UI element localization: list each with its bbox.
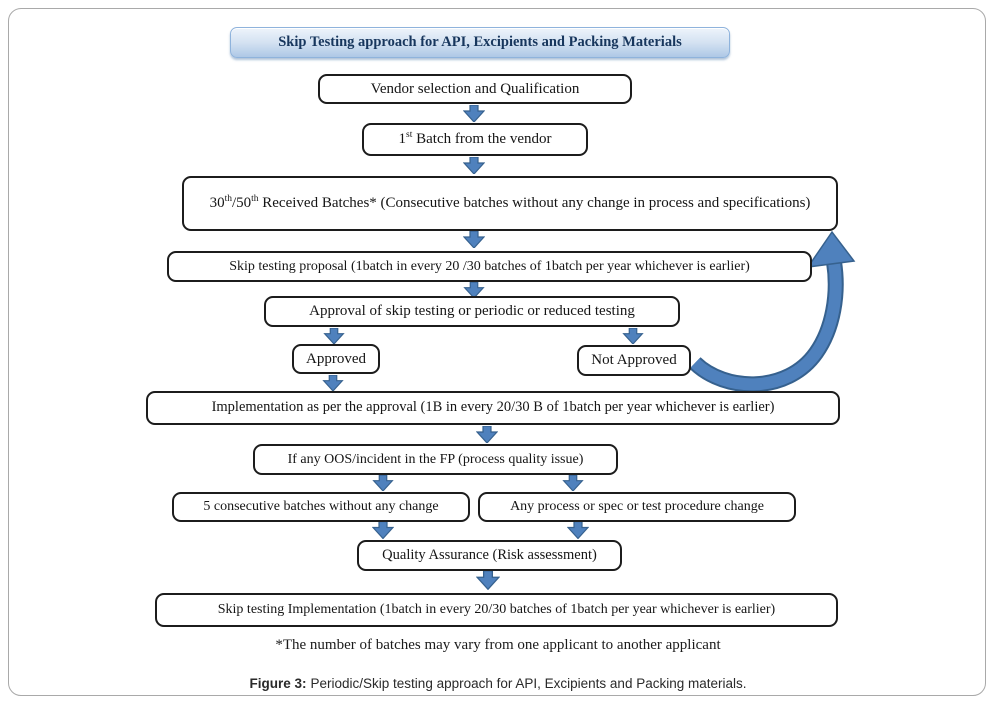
node-implementation: Implementation as per the approval (1B i… xyxy=(146,391,840,425)
down-arrow-icon xyxy=(323,328,345,344)
down-arrow-icon xyxy=(622,328,644,344)
down-arrow-icon xyxy=(562,475,584,491)
node-label: 5 consecutive batches without any change xyxy=(203,499,439,515)
node-process-spec-change: Any process or spec or test procedure ch… xyxy=(478,492,796,522)
node-label: Implementation as per the approval (1B i… xyxy=(211,399,775,416)
node-label: Any process or spec or test procedure ch… xyxy=(510,499,764,515)
footnote-text: *The number of batches may vary from one… xyxy=(275,637,721,653)
down-arrow-icon xyxy=(322,375,344,391)
down-arrow-icon xyxy=(372,475,394,491)
figure-caption-text: Periodic/Skip testing approach for API, … xyxy=(310,676,747,691)
down-arrow-icon xyxy=(463,282,485,298)
node-oos-incident: If any OOS/incident in the FP (process q… xyxy=(253,444,618,475)
node-approval-decision: Approval of skip testing or periodic or … xyxy=(264,296,680,327)
down-arrow-icon xyxy=(476,570,500,590)
node-quality-assurance: Quality Assurance (Risk assessment) xyxy=(357,540,622,571)
figure-caption: Figure 3:Periodic/Skip testing approach … xyxy=(0,676,996,691)
node-not-approved: Not Approved xyxy=(577,345,691,376)
node-skip-testing-proposal: Skip testing proposal (1batch in every 2… xyxy=(167,251,812,282)
down-arrow-icon xyxy=(463,157,485,174)
down-arrow-icon xyxy=(567,521,589,539)
down-arrow-icon xyxy=(463,231,485,248)
down-arrow-icon xyxy=(476,426,498,443)
figure-caption-label: Figure 3: xyxy=(249,676,307,691)
node-label: Vendor selection and Qualification xyxy=(370,80,580,97)
node-approved: Approved xyxy=(292,344,380,374)
node-vendor-selection: Vendor selection and Qualification xyxy=(318,74,632,104)
node-label: Skip testing Implementation (1batch in e… xyxy=(217,602,776,618)
node-skip-testing-implementation: Skip testing Implementation (1batch in e… xyxy=(155,593,838,627)
node-label: Not Approved xyxy=(591,352,677,369)
flowchart-title: Skip Testing approach for API, Excipient… xyxy=(230,27,730,58)
node-five-consecutive-batches: 5 consecutive batches without any change xyxy=(172,492,470,522)
footnote: *The number of batches may vary from one… xyxy=(0,637,996,654)
node-received-batches: 30th/50th Received Batches* (Consecutive… xyxy=(182,176,838,231)
page-frame xyxy=(8,8,986,696)
node-first-batch: 1st Batch from the vendor xyxy=(362,123,588,156)
node-label: 1st Batch from the vendor xyxy=(398,130,552,148)
node-label: Quality Assurance (Risk assessment) xyxy=(382,546,597,563)
flowchart-title-label: Skip Testing approach for API, Excipient… xyxy=(278,34,682,50)
node-label: Approval of skip testing or periodic or … xyxy=(309,303,635,320)
loop-back-arrow-icon xyxy=(689,230,856,393)
node-label: If any OOS/incident in the FP (process q… xyxy=(287,451,584,467)
down-arrow-icon xyxy=(463,105,485,122)
node-label: Skip testing proposal (1batch in every 2… xyxy=(229,258,750,274)
down-arrow-icon xyxy=(372,521,394,539)
node-label: 30th/50th Received Batches* (Consecutive… xyxy=(209,194,811,212)
node-label: Approved xyxy=(306,350,366,367)
